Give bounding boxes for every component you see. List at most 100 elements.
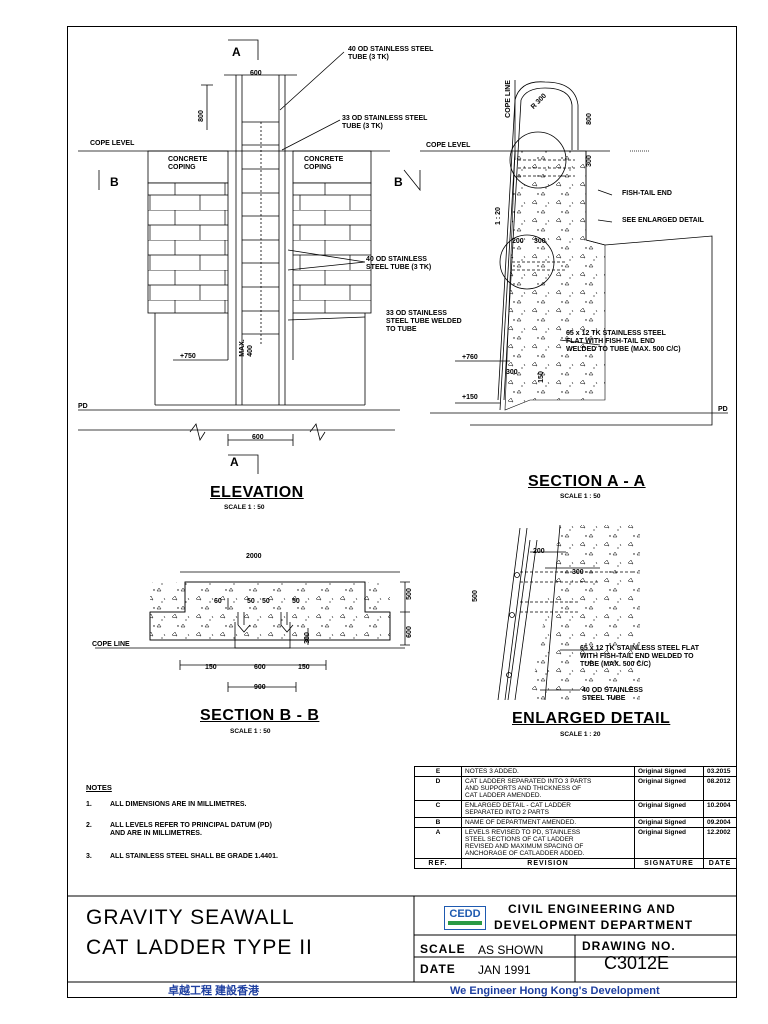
- dim-top-600: 600: [250, 70, 262, 77]
- note-3-num: 3.: [86, 853, 92, 860]
- rev-signature: Original Signed: [634, 776, 704, 801]
- rev-signature: Original Signed: [634, 766, 704, 777]
- dim-200-aa: 200: [512, 238, 524, 245]
- note-1-text: ALL DIMENSIONS ARE IN MILLIMETRES.: [110, 801, 247, 808]
- dim-50c: 50: [292, 598, 300, 605]
- dim-50a: 50: [247, 598, 255, 605]
- enlarged-detail-scale: SCALE 1 : 20: [560, 731, 601, 738]
- max-400-label: MAX. 400: [238, 339, 254, 357]
- dim-50b: 50: [262, 598, 270, 605]
- rev-ref: C: [414, 800, 462, 818]
- note-2-num: 2.: [86, 822, 92, 829]
- dim-500-ed: 500: [471, 590, 479, 602]
- enlarged-detail-drawing: [497, 524, 640, 701]
- cedd-logo-text: CEDD: [449, 908, 481, 920]
- rev-signature: Original Signed: [634, 827, 704, 859]
- rev-header-ref: REF.: [414, 858, 462, 869]
- dim-150a: 150: [205, 664, 217, 671]
- rev-ref: E: [414, 766, 462, 777]
- rev-text: NAME OF DEPARTMENT AMENDED.: [461, 817, 635, 828]
- dim-200-ed: 200: [533, 548, 545, 555]
- drawing-sheet-border: [67, 26, 737, 998]
- level-760-aa: +760: [462, 354, 478, 361]
- dim-300c-aa: 300: [506, 369, 518, 376]
- coping-left-label: CONCRETE COPING: [168, 156, 208, 171]
- cope-line-bb: COPE LINE: [92, 641, 130, 648]
- revision-row: E NOTES 3 ADDED. Original Signed 03.2015: [414, 766, 737, 777]
- dim-2000: 2000: [246, 553, 262, 560]
- cedd-logo-bar: [448, 921, 482, 925]
- section-marker-b-left: B: [110, 175, 119, 189]
- dim-500-bb: 500: [405, 588, 413, 600]
- fish-tail-label: FISH-TAIL END: [622, 190, 672, 197]
- label-33od: 33 OD STAINLESS STEEL TUBE (3 TK): [342, 115, 428, 130]
- drawing-no-label: DRAWING NO.: [582, 939, 676, 953]
- note-1-num: 1.: [86, 801, 92, 808]
- section-aa-drawing: [420, 80, 728, 426]
- dim-300-aa: 300: [585, 155, 593, 167]
- dim-60a: 60: [214, 598, 222, 605]
- rev-date: 10.2004: [703, 800, 737, 818]
- scale-value: AS SHOWN: [478, 943, 544, 957]
- notes-heading: NOTES: [86, 783, 112, 792]
- section-marker-a-bottom: A: [230, 455, 239, 469]
- dim-300-ed: 300: [572, 569, 584, 576]
- label-33od-weld: 33 OD STAINLESS STEEL TUBE WELDED TO TUB…: [386, 310, 462, 333]
- rev-date: 09.2004: [703, 817, 737, 828]
- section-marker-a-top: A: [232, 45, 241, 59]
- dim-150b: 150: [298, 664, 310, 671]
- revision-row: C ENLARGED DETAIL - CAT LADDER SEPARATED…: [414, 800, 737, 818]
- pd-label-left: PD: [78, 403, 88, 410]
- cope-level-aa: COPE LEVEL: [426, 142, 471, 149]
- dim-side-800: 800: [197, 110, 205, 122]
- rev-text: CAT LADDER SEPARATED INTO 3 PARTS AND SU…: [461, 776, 635, 801]
- section-marker-b-right: B: [394, 175, 403, 189]
- revision-table: E NOTES 3 ADDED. Original Signed 03.2015…: [414, 766, 737, 869]
- flat-label-aa: 65 x 12 TK STAINLESS STEEL FLAT WITH FIS…: [566, 330, 681, 353]
- revision-row: A LEVELS REVISED TO PD, STAINLESS STEEL …: [414, 827, 737, 859]
- revision-header-row: REF. REVISION SIGNATURE DATE: [414, 858, 737, 869]
- note-3-text: ALL STAINLESS STEEL SHALL BE GRADE 1.440…: [110, 853, 278, 860]
- chinese-slogan: 卓越工程 建設香港: [168, 985, 260, 997]
- elevation-scale: SCALE 1 : 50: [224, 504, 265, 511]
- scale-label: SCALE: [420, 942, 466, 956]
- rev-header-signature: SIGNATURE: [634, 858, 704, 869]
- dim-600-bb: 600: [254, 664, 266, 671]
- section-aa-title: SECTION A - A: [528, 473, 646, 490]
- elevation-drawing: [78, 39, 421, 474]
- cedd-logo: CEDD: [444, 906, 486, 930]
- rev-header-revision: REVISION: [461, 858, 635, 869]
- rev-date: 08.2012: [703, 776, 737, 801]
- rev-text: LEVELS REVISED TO PD, STAINLESS STEEL SE…: [461, 827, 635, 859]
- cope-line-label: COPE LINE: [504, 80, 512, 118]
- rev-text: ENLARGED DETAIL - CAT LADDER SEPARATED I…: [461, 800, 635, 818]
- date-label: DATE: [420, 962, 456, 976]
- department-line-2: DEVELOPMENT DEPARTMENT: [494, 918, 694, 932]
- rev-signature: Original Signed: [634, 800, 704, 818]
- label-40od-mid: 40 OD STAINLESS STEEL TUBE (3 TK): [366, 256, 432, 271]
- section-bb-scale: SCALE 1 : 50: [230, 728, 271, 735]
- level-750-label: +750: [180, 353, 196, 360]
- rev-ref: A: [414, 827, 462, 859]
- revision-row: B NAME OF DEPARTMENT AMENDED. Original S…: [414, 817, 737, 828]
- pd-label-right: PD: [718, 406, 728, 413]
- rev-ref: D: [414, 776, 462, 801]
- drawing-title-line-2: CAT LADDER TYPE II: [86, 936, 313, 959]
- dim-300b-aa: 300: [534, 238, 546, 245]
- note-2-text: ALL LEVELS REFER TO PRINCIPAL DATUM (PD)…: [110, 822, 272, 837]
- english-slogan: We Engineer Hong Kong's Development: [450, 985, 660, 997]
- dim-800-aa: 800: [585, 113, 593, 125]
- drawing-title-line-1: GRAVITY SEAWALL: [86, 906, 295, 929]
- label-40od-top: 40 OD STAINLESS STEEL TUBE (3 TK): [348, 46, 434, 61]
- flat-label-ed: 65 x 12 TK STAINLESS STEEL FLAT WITH FIS…: [580, 645, 700, 668]
- rev-header-date: DATE: [703, 858, 737, 869]
- rev-signature: Original Signed: [634, 817, 704, 828]
- elevation-title: ELEVATION: [210, 484, 304, 501]
- coping-right-label: CONCRETE COPING: [304, 156, 344, 171]
- section-bb-drawing: [95, 571, 410, 692]
- dim-bottom-600: 600: [252, 434, 264, 441]
- dim-900: 900: [254, 684, 266, 691]
- date-value: JAN 1991: [478, 963, 531, 977]
- rev-date: 03.2015: [703, 766, 737, 777]
